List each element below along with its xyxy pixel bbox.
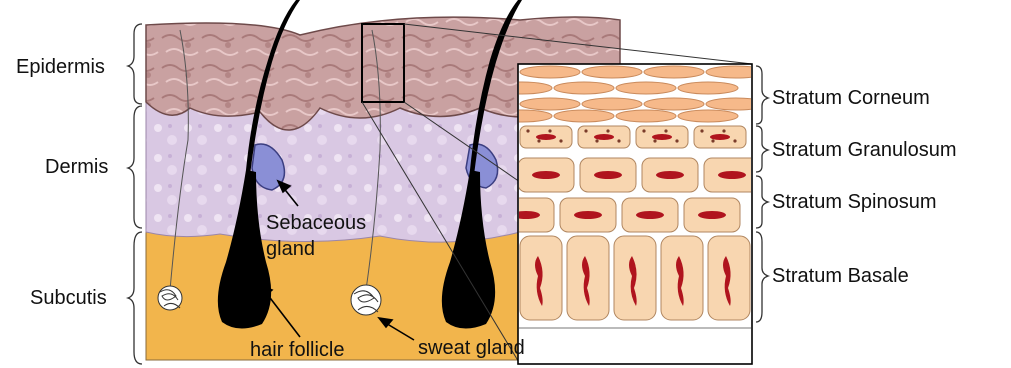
sebaceous-gland-label: Sebaceous gland xyxy=(266,210,366,262)
granule xyxy=(664,129,667,132)
sweat-gland-coil-left xyxy=(158,286,182,310)
granule xyxy=(537,139,540,142)
granule xyxy=(548,129,551,132)
granule xyxy=(642,129,645,132)
granulosum-brace xyxy=(756,126,768,172)
corneum-cell xyxy=(644,98,704,110)
stratum-basale-label: Stratum Basale xyxy=(772,266,909,286)
epidermis-inset xyxy=(492,64,766,364)
granule xyxy=(722,129,725,132)
corneum-cell xyxy=(520,66,580,78)
hair-follicle-label: hair follicle xyxy=(250,340,344,360)
granule xyxy=(653,139,656,142)
dermis-label: Dermis xyxy=(45,157,108,177)
corneum-cell xyxy=(554,82,614,94)
granule xyxy=(675,139,678,142)
epidermis-label: Epidermis xyxy=(16,57,105,77)
granule xyxy=(526,129,529,132)
spinosum-nucleus xyxy=(656,171,684,179)
basale-brace xyxy=(756,232,768,322)
corneum-cell xyxy=(706,66,766,78)
granule xyxy=(559,139,562,142)
granule xyxy=(595,139,598,142)
granule xyxy=(584,129,587,132)
corneum-brace xyxy=(756,66,768,124)
spinosum-nucleus xyxy=(636,211,664,219)
corneum-cell xyxy=(644,66,704,78)
corneum-cell xyxy=(706,98,766,110)
spinosum-nucleus xyxy=(718,171,746,179)
granule xyxy=(711,139,714,142)
sweat-gland-coil-mid xyxy=(351,285,381,315)
corneum-cell xyxy=(678,82,738,94)
subcutis-label: Subcutis xyxy=(30,288,107,308)
granulosum-nucleus xyxy=(652,134,672,140)
corneum-cell xyxy=(616,110,676,122)
granulosum-nucleus xyxy=(594,134,614,140)
sebaceous-line1: Sebaceous xyxy=(266,212,366,234)
subcutis-brace xyxy=(128,232,142,364)
granule xyxy=(617,139,620,142)
sebaceous-line2: gland xyxy=(266,238,315,260)
corneum-cell xyxy=(554,110,614,122)
spinosum-brace xyxy=(756,176,768,228)
sweat-gland-label: sweat gland xyxy=(418,338,525,358)
corneum-cell xyxy=(678,110,738,122)
granulosum-nucleus xyxy=(536,134,556,140)
stratum-corneum-label: Stratum Corneum xyxy=(772,88,930,108)
granule xyxy=(700,129,703,132)
spinosum-nucleus xyxy=(698,211,726,219)
corneum-cell xyxy=(582,66,642,78)
stratum-spinosum-label: Stratum Spinosum xyxy=(772,192,937,212)
granulosum-nucleus xyxy=(710,134,730,140)
corneum-cell xyxy=(520,98,580,110)
corneum-cell xyxy=(616,82,676,94)
dermis-brace xyxy=(128,106,142,228)
spinosum-nucleus xyxy=(532,171,560,179)
granule xyxy=(733,139,736,142)
spinosum-nucleus xyxy=(574,211,602,219)
granule xyxy=(606,129,609,132)
stratum-granulosum-label: Stratum Granulosum xyxy=(772,140,957,160)
epidermis-brace xyxy=(128,24,142,104)
corneum-cell xyxy=(582,98,642,110)
spinosum-nucleus xyxy=(594,171,622,179)
